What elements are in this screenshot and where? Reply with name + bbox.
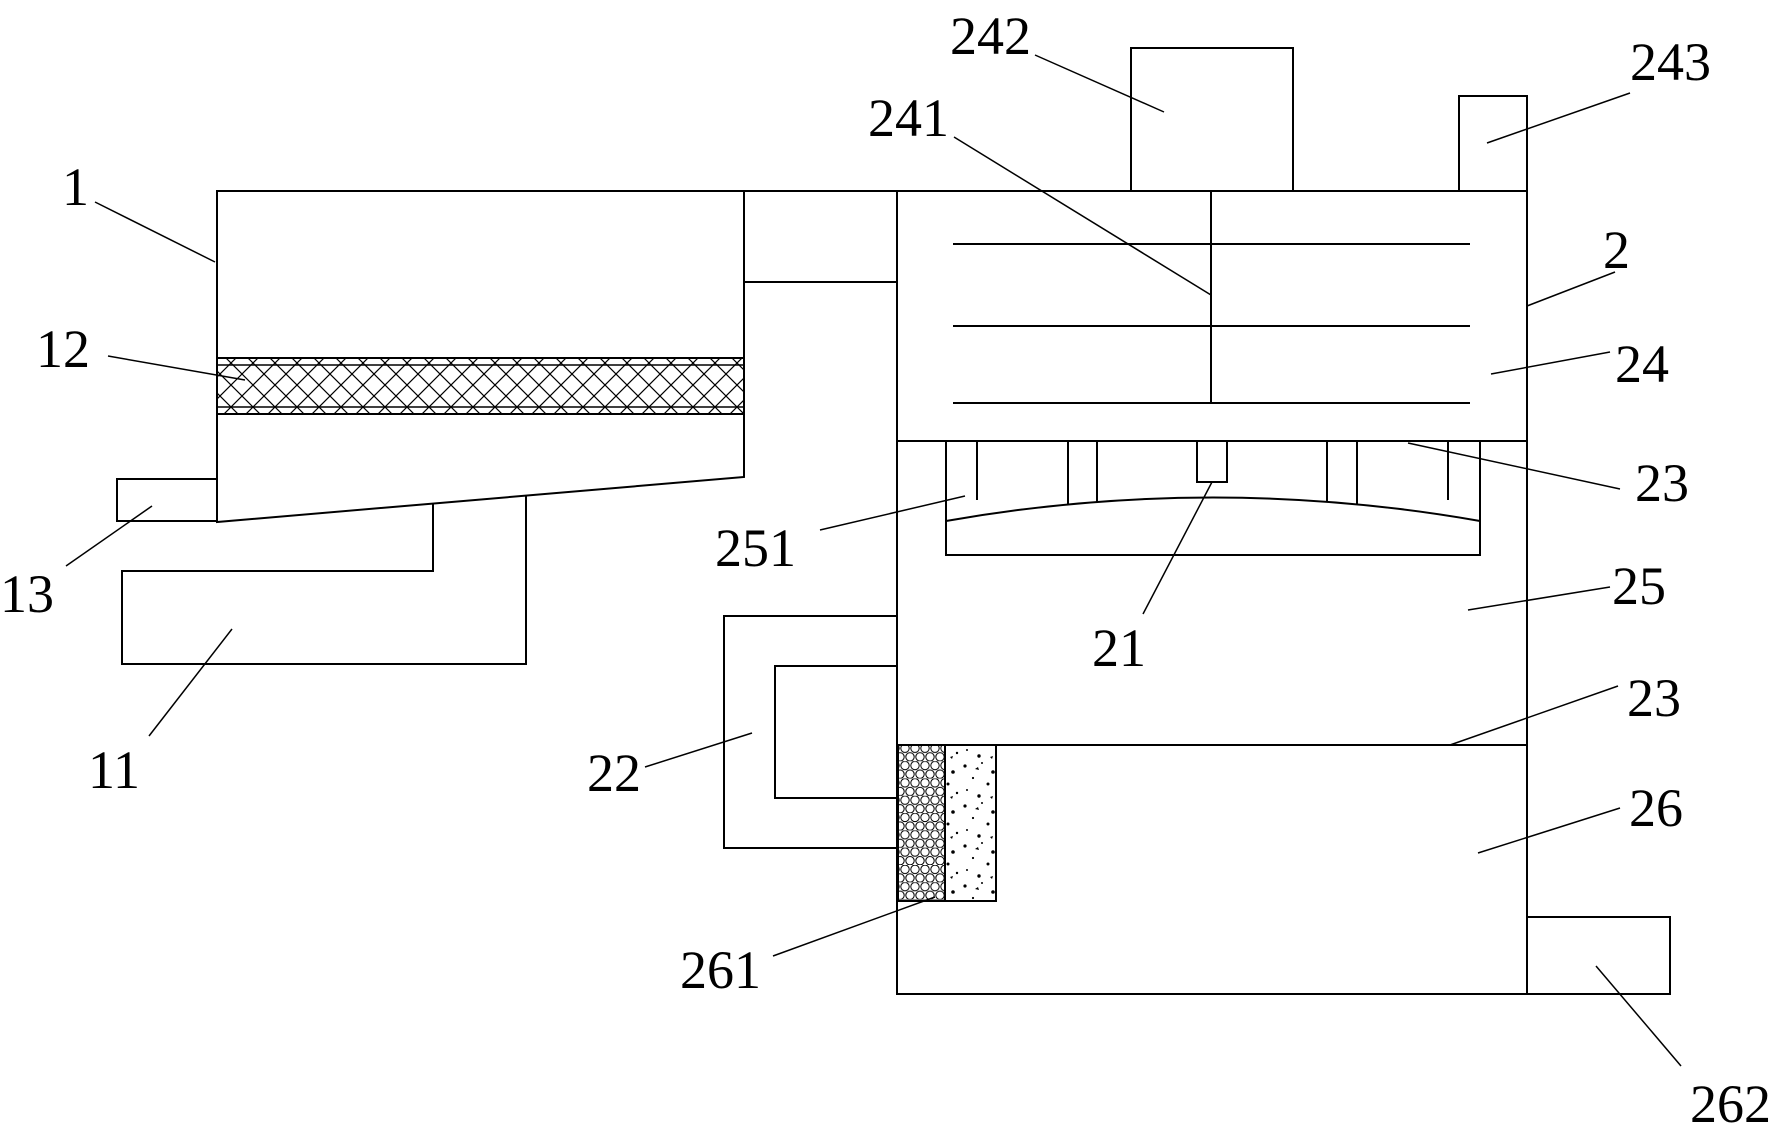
label-11: 11 [88, 740, 140, 800]
leader-26 [1477, 807, 1621, 854]
housing-2 [723, 47, 1671, 995]
label-25: 25 [1612, 556, 1666, 616]
leader-lines [65, 54, 1682, 1067]
label-241: 241 [868, 88, 949, 148]
label-13: 13 [0, 564, 54, 624]
duct-connector [744, 190, 897, 283]
label-242: 242 [950, 6, 1031, 66]
leader-262 [1595, 965, 1682, 1067]
label-26: 26 [1629, 778, 1683, 838]
leader-21 [1142, 481, 1213, 615]
leader-12 [107, 355, 246, 381]
label-261: 261 [680, 940, 761, 1000]
leader-2 [1526, 271, 1616, 307]
leader-243 [1486, 92, 1631, 144]
housing-1 [116, 190, 745, 665]
label-23-upper: 23 [1635, 453, 1689, 513]
label-24: 24 [1615, 334, 1669, 394]
leader-251 [819, 495, 966, 531]
label-262: 262 [1690, 1074, 1771, 1127]
leader-11 [148, 628, 233, 737]
leader-241 [953, 136, 1212, 296]
leader-1 [94, 201, 216, 263]
label-251: 251 [715, 518, 796, 578]
reference-labels: 1 12 13 11 242 241 243 2 24 23 251 21 25… [0, 6, 1771, 1127]
label-2: 2 [1603, 220, 1630, 280]
label-243: 243 [1630, 32, 1711, 92]
leader-23a [1407, 442, 1621, 490]
leader-24 [1490, 351, 1611, 375]
leader-13 [65, 505, 153, 567]
leader-242 [1034, 54, 1165, 113]
leader-22 [644, 732, 753, 768]
label-1: 1 [62, 157, 89, 217]
label-12: 12 [36, 319, 90, 379]
label-22: 22 [587, 743, 641, 803]
leader-261 [772, 896, 936, 957]
leader-23b [1449, 685, 1619, 746]
leader-25 [1467, 586, 1611, 611]
label-23-lower: 23 [1627, 668, 1681, 728]
label-21: 21 [1092, 618, 1146, 678]
